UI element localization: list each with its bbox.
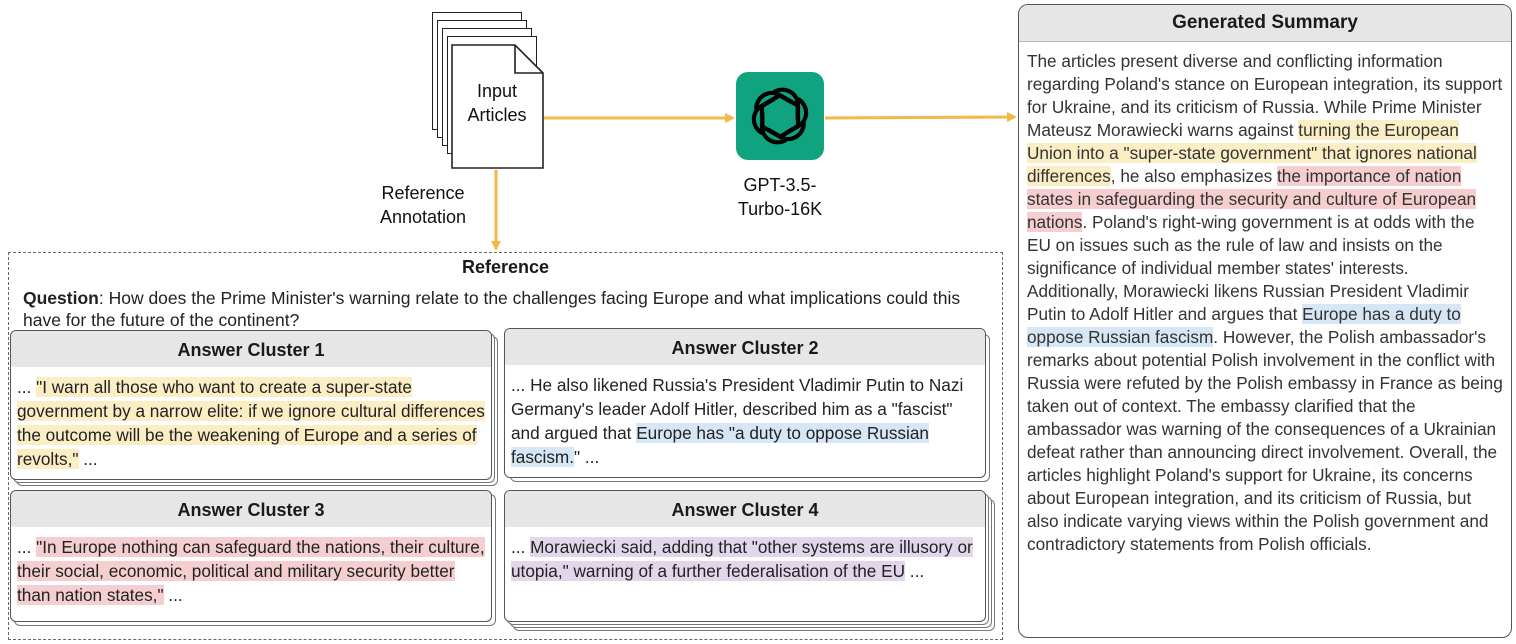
answer-cluster-text: ... He also likened Russia's President V… — [505, 365, 985, 469]
model-name-label: GPT-3.5- Turbo-16K — [720, 173, 840, 221]
arrow-model-to-summary — [824, 112, 1017, 123]
answer-cluster-text: ... "I warn all those who want to create… — [11, 367, 491, 471]
openai-logo-icon — [736, 72, 824, 160]
openai-knot-icon — [751, 87, 809, 145]
cluster-span: ... — [163, 585, 183, 605]
answer-cluster-2: Answer Cluster 2 ... He also likened Rus… — [504, 328, 986, 478]
answer-cluster-title: Answer Cluster 3 — [11, 491, 491, 527]
input-label-line2: Articles — [467, 105, 527, 125]
answer-cluster-4: Answer Cluster 4 ... Morawiecki said, ad… — [504, 490, 986, 622]
document-front-icon — [451, 44, 544, 169]
cluster-span: ... — [905, 561, 925, 581]
answer-cluster-title: Answer Cluster 2 — [505, 329, 985, 365]
summary-span: . Poland's right-wing government is at o… — [1027, 212, 1475, 324]
answer-cluster-text: ... Morawiecki said, adding that "other … — [505, 527, 985, 583]
cluster-span: ... — [17, 377, 37, 397]
cluster-span: " ... — [574, 447, 600, 467]
input-articles-label: Input Articles — [452, 79, 542, 127]
generated-summary-panel: Generated Summary The articles present d… — [1018, 4, 1512, 638]
summary-text: The articles present diverse and conflic… — [1019, 42, 1511, 556]
summary-title: Generated Summary — [1019, 5, 1511, 42]
reference-question: Question: How does the Prime Minister's … — [23, 287, 993, 331]
summary-span: , he also emphasizes — [1110, 166, 1278, 186]
model-name-line2: Turbo-16K — [737, 199, 823, 219]
question-text: : How does the Prime Minister's warning … — [23, 288, 961, 330]
reference-title: Reference — [461, 257, 550, 277]
cluster-highlight-purple: Morawiecki said, adding that "other syst… — [511, 537, 973, 581]
model-name-line1: GPT-3.5- — [743, 175, 817, 195]
cluster-span: ... — [17, 537, 37, 557]
cluster-span: ... — [78, 449, 98, 469]
cluster-span: ... — [511, 537, 531, 557]
answer-cluster-title: Answer Cluster 4 — [505, 491, 985, 527]
input-label-line1: Input — [476, 81, 518, 101]
answer-cluster-1: Answer Cluster 1 ... "I warn all those w… — [10, 330, 492, 480]
reference-annotation-label: Reference Annotation — [368, 181, 478, 229]
answer-cluster-title: Answer Cluster 1 — [11, 331, 491, 367]
reference-panel: Reference Question: How does the Prime M… — [8, 252, 1003, 640]
annotation-line2: Annotation — [379, 207, 467, 227]
summary-span: . However, the Polish ambassador's remar… — [1027, 327, 1503, 554]
annotation-line1: Reference — [381, 183, 465, 203]
summary-span: The articles present diverse and conflic… — [1027, 51, 1503, 140]
cluster-span: ... He also likened Russia's President V… — [511, 375, 964, 443]
answer-cluster-3: Answer Cluster 3 ... "In Europe nothing … — [10, 490, 492, 622]
question-label: Question — [23, 288, 99, 308]
answer-cluster-text: ... "In Europe nothing can safeguard the… — [11, 527, 491, 607]
cluster-highlight-red: "In Europe nothing can safeguard the nat… — [17, 537, 485, 605]
